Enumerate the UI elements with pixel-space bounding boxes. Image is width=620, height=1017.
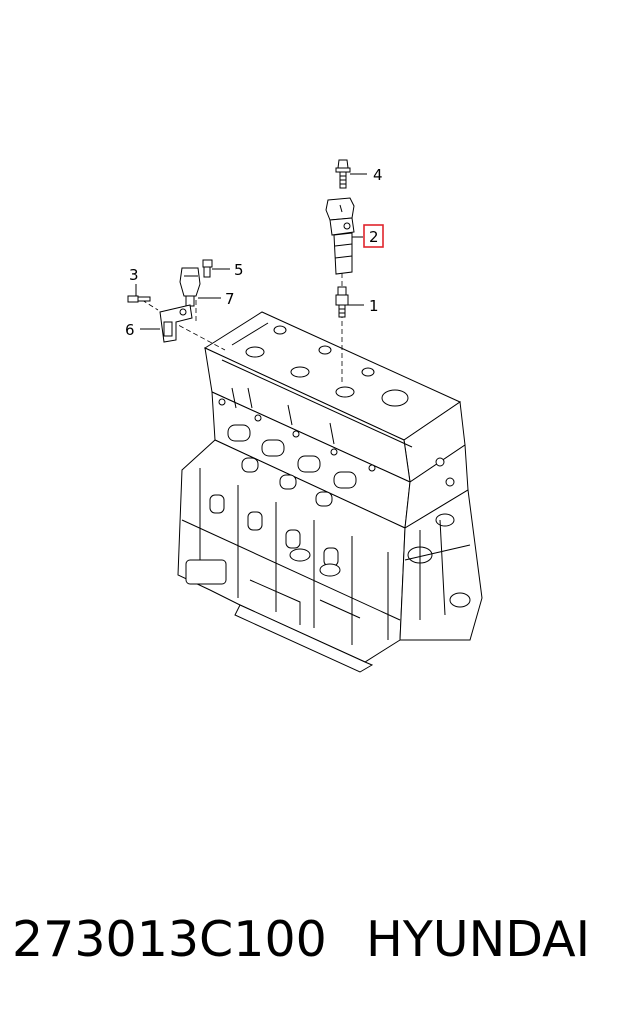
callout-7[interactable]: 7 [225, 290, 235, 308]
callout-1[interactable]: 1 [369, 297, 379, 315]
part-bracket-6-illustration [159, 304, 193, 343]
callout-leader-lines [135, 173, 367, 330]
part-spark-plug-1-illustration [335, 286, 349, 318]
callout-4[interactable]: 4 [373, 166, 383, 184]
part-bolt-5-illustration [202, 259, 213, 278]
part-sensor-7-illustration [179, 267, 201, 307]
callout-3[interactable]: 3 [129, 266, 139, 284]
part-bolt-3-illustration [127, 295, 151, 303]
part-number-label: 273013C100 [12, 911, 327, 968]
engine-block-illustration [177, 311, 483, 673]
callout-2[interactable]: 2 [369, 228, 379, 246]
callout-2-highlight-box [363, 224, 384, 248]
brand-label: HYUNDAI [366, 911, 591, 968]
callout-6[interactable]: 6 [125, 321, 135, 339]
part-bolt-4-illustration [335, 159, 351, 189]
callout-5[interactable]: 5 [234, 261, 244, 279]
part-ignition-coil-2-illustration [325, 197, 355, 275]
